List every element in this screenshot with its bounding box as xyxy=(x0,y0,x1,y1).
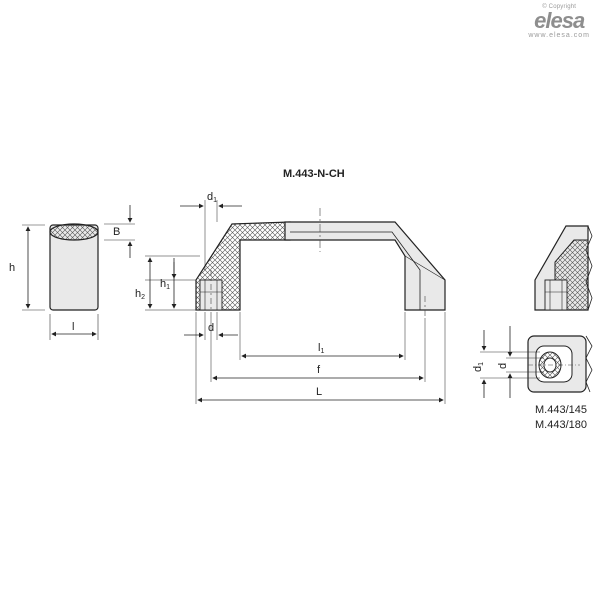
drawing-title: M.443-N-CH xyxy=(283,168,345,180)
bottom-view-detail xyxy=(480,326,593,398)
dim-b-label: B xyxy=(113,226,120,238)
dim-f-label: f xyxy=(317,364,321,376)
dim-d1-label: d1 xyxy=(207,191,217,204)
handle-front-view xyxy=(195,208,446,318)
dim-h1-label: h1 xyxy=(160,278,170,291)
dim-d-label: d xyxy=(208,322,214,334)
elesa-logo: elesa xyxy=(534,8,585,33)
website-url: www.elesa.com xyxy=(528,32,590,39)
dim-h-label: h xyxy=(9,262,15,274)
detail-d-label: d xyxy=(497,363,509,369)
detail-d1-label: d1 xyxy=(472,362,485,372)
dim-L-label: L xyxy=(316,386,322,398)
dim-l-label: l xyxy=(72,321,74,333)
cross-section-view xyxy=(22,205,135,340)
partial-section-view xyxy=(534,225,593,311)
brand-watermark: © Copyright elesa www.elesa.com xyxy=(528,4,590,39)
variant-label-180: M.443/180 xyxy=(535,419,587,431)
main-dimension-lines xyxy=(145,200,446,404)
copyright-text: © Copyright xyxy=(542,4,577,10)
variant-label-145: M.443/145 xyxy=(535,404,587,416)
dim-l1-label: l1 xyxy=(318,342,324,355)
dim-h2-label: h2 xyxy=(135,288,145,301)
